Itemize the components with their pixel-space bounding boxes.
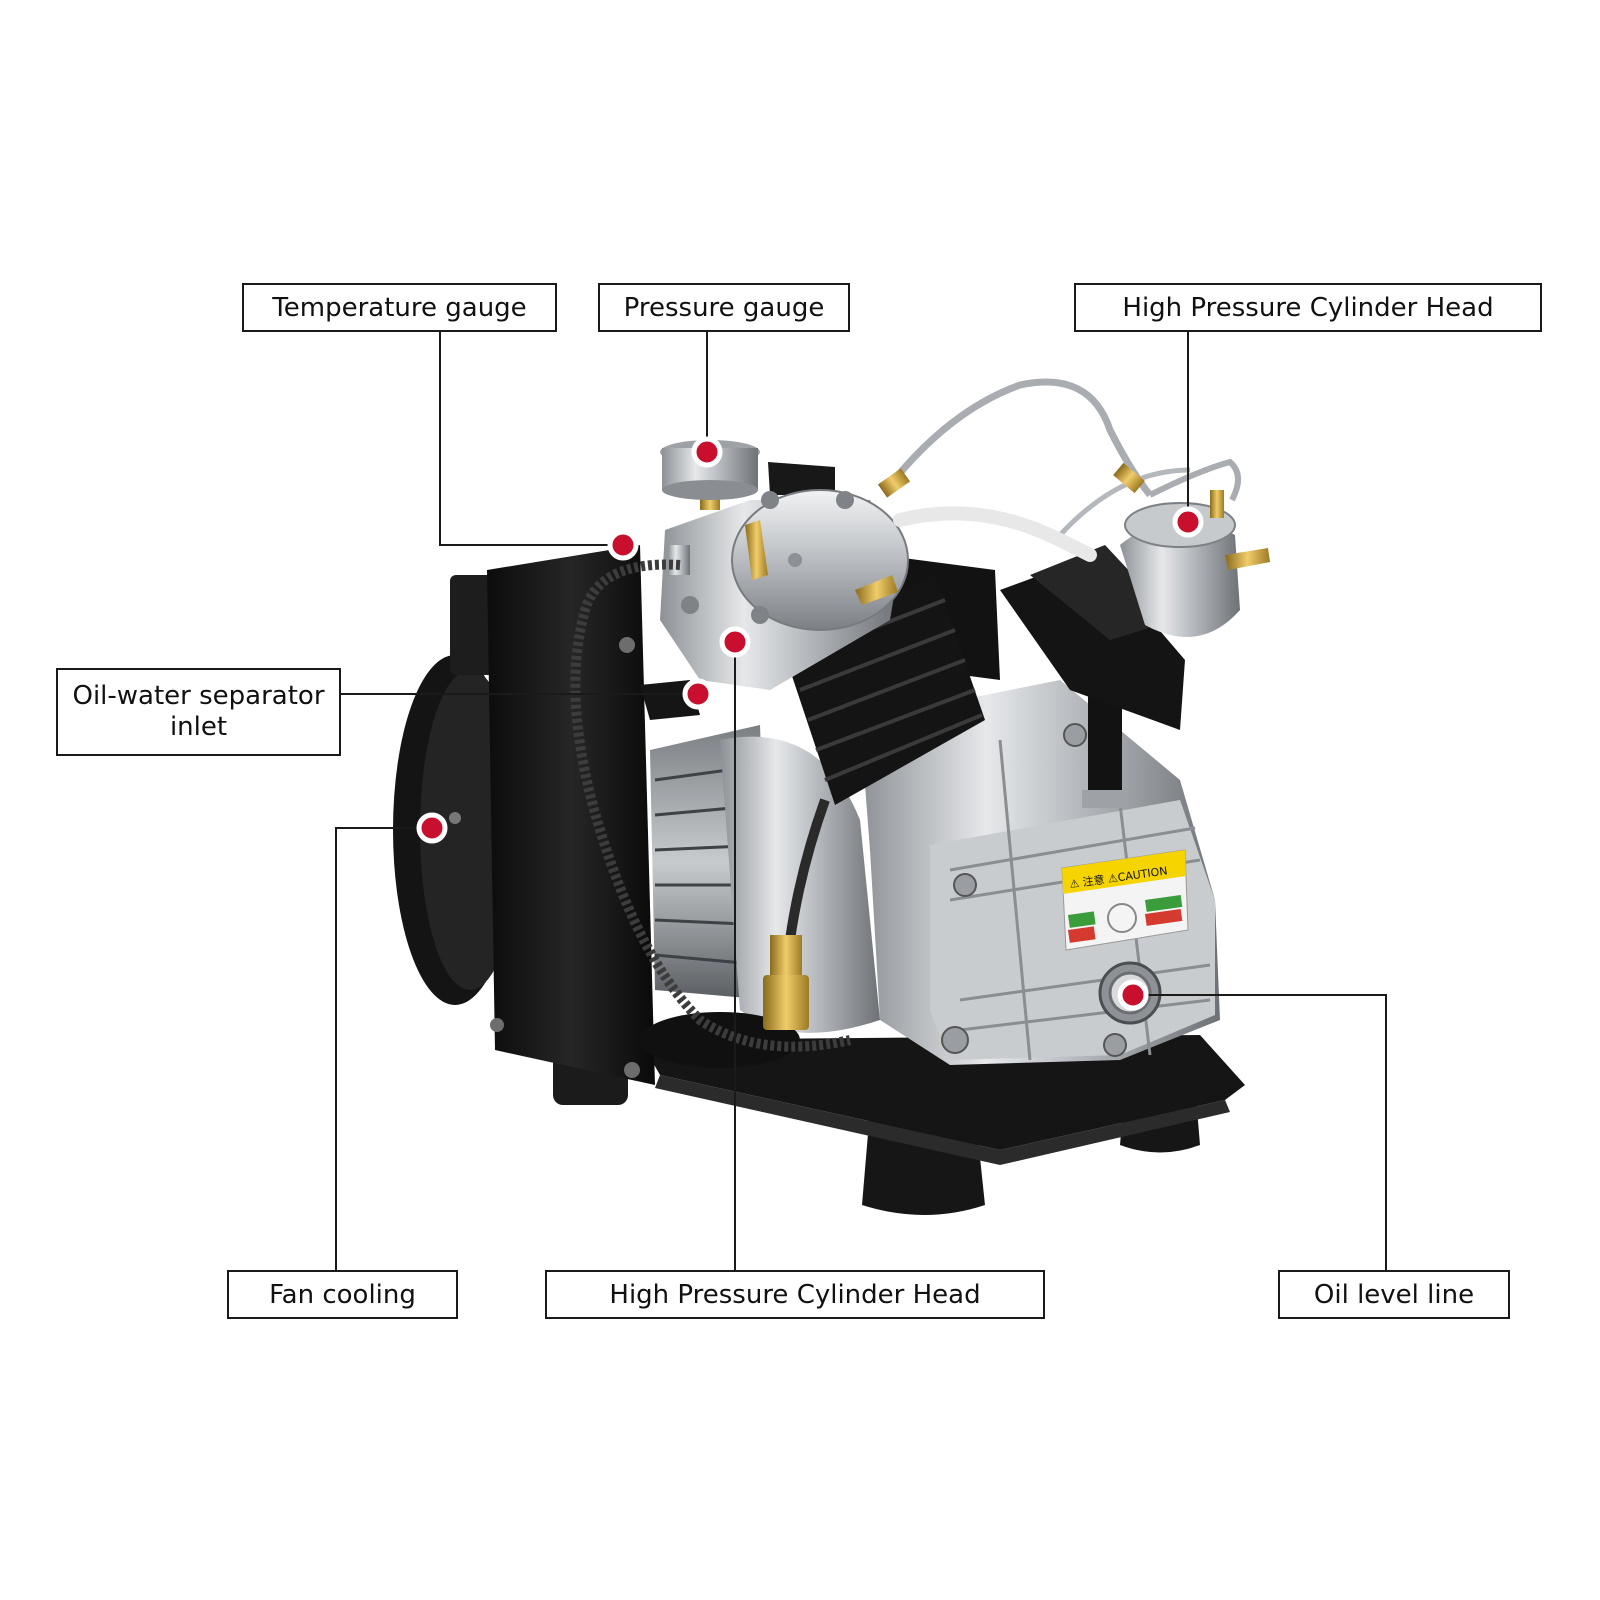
label-fan-cooling-text: Fan cooling [269,1279,416,1310]
high-pressure-cylinder [1000,545,1185,730]
label-fan-cooling: Fan cooling [227,1270,458,1319]
leader-oil-level-line [1133,994,1387,1270]
marker-fan-cooling [416,812,448,844]
label-hp-cylinder-head-top: High Pressure Cylinder Head [1074,283,1542,332]
label-pressure-gauge-text: Pressure gauge [623,292,825,323]
marker-hp-cylinder-head-bottom [719,626,751,658]
label-oil-water-separator-line1: Oil-water separator [72,681,325,711]
base-plate [640,1035,1245,1150]
label-hp-cylinder-head-bottom-text: High Pressure Cylinder Head [609,1279,981,1310]
marker-oil-level-line [1117,979,1149,1011]
label-oil-level-line: Oil level line [1278,1270,1510,1319]
label-oil-level-line-text: Oil level line [1313,1279,1475,1310]
quick-coupler [763,935,809,1030]
label-oil-water-separator: Oil-water separator inlet [56,668,341,756]
side-panel [487,545,655,1085]
label-hp-cylinder-head-bottom: High Pressure Cylinder Head [545,1270,1045,1319]
marker-pressure-gauge [691,436,723,468]
marker-hp-cylinder-head-top [1172,506,1204,538]
label-hp-cylinder-head-top-text: High Pressure Cylinder Head [1122,292,1494,323]
marker-temperature-gauge [607,529,639,561]
label-pressure-gauge: Pressure gauge [598,283,850,332]
marker-oil-water-separator [682,678,714,710]
connecting-pipe [887,378,1153,498]
leader-fan-cooling [335,827,430,1270]
leader-temperature-gauge [439,331,620,546]
label-oil-water-separator-line2: inlet [169,712,228,742]
label-temperature-gauge-text: Temperature gauge [272,292,527,323]
caution-sticker: ⚠ 注意 ⚠CAUTION [1061,849,1189,951]
label-temperature-gauge: Temperature gauge [242,283,557,332]
braided-hose [570,559,852,1052]
